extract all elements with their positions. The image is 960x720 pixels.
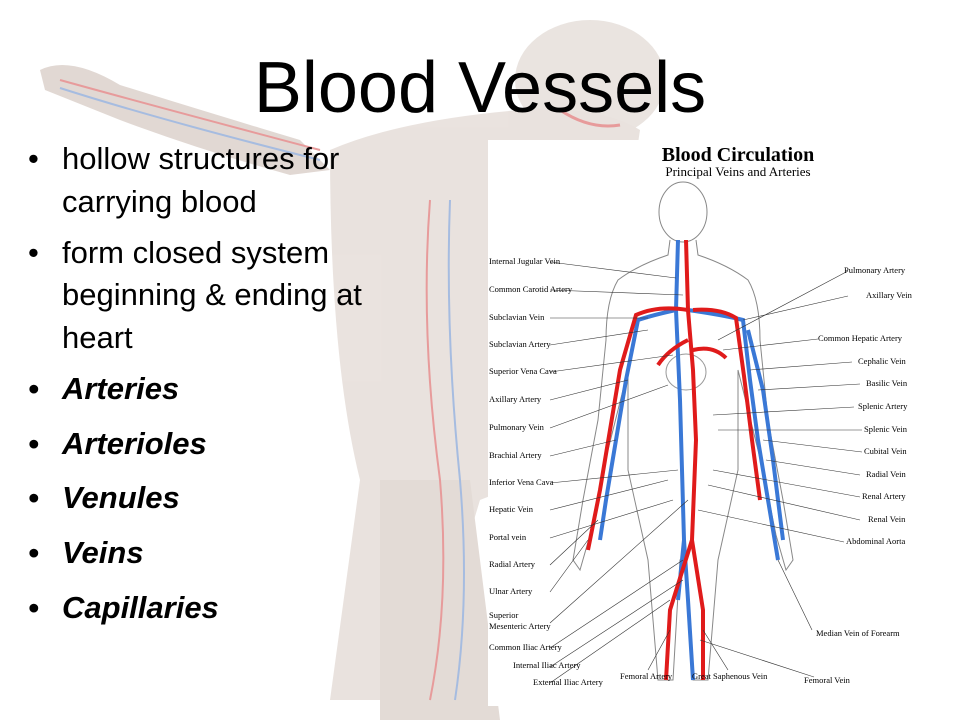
bullet-term: Arterioles — [26, 423, 426, 466]
label-subclavian-vein: Subclavian Vein — [489, 312, 545, 322]
arteries — [586, 239, 762, 681]
bullet-term: Veins — [26, 532, 426, 575]
bullet-term: Arteries — [26, 368, 426, 411]
label-axillary-artery: Axillary Artery — [489, 394, 542, 404]
label-superior: Superior — [489, 610, 518, 620]
circulation-diagram-art: Internal Jugular Vein Common Carotid Art… — [489, 181, 913, 687]
bg-artery-line — [425, 199, 445, 701]
bullet-item: hollow structures for carrying blood — [26, 138, 426, 224]
label-cephalic-vein: Cephalic Vein — [858, 356, 907, 366]
circulation-diagram: Internal Jugular Vein Common Carotid Art… — [488, 140, 932, 706]
label-internal-jugular-vein: Internal Jugular Vein — [489, 256, 561, 266]
label-inferior-vena-cava: Inferior Vena Cava — [489, 477, 554, 487]
right-labels: Pulmonary Artery Axillary Vein Common He… — [804, 265, 913, 685]
label-femoral-artery: Femoral Artery — [620, 671, 673, 681]
label-common-carotid-artery: Common Carotid Artery — [489, 284, 573, 294]
bg-vein-line — [447, 199, 465, 701]
bullet-list: hollow structures for carrying blood for… — [26, 138, 426, 642]
label-abdominal-aorta: Abdominal Aorta — [846, 536, 905, 546]
label-basilic-vein: Basilic Vein — [866, 378, 908, 388]
label-pulmonary-vein: Pulmonary Vein — [489, 422, 545, 432]
label-superior-vena-cava: Superior Vena Cava — [489, 366, 557, 376]
label-brachial-artery: Brachial Artery — [489, 450, 542, 460]
label-great-saphenous-vein: Great Saphenous Vein — [692, 671, 768, 681]
label-renal-artery: Renal Artery — [862, 491, 906, 501]
label-femoral-vein: Femoral Vein — [804, 675, 851, 685]
slide-title: Blood Vessels — [253, 48, 707, 128]
label-portal-vein: Portal vein — [489, 532, 527, 542]
label-common-hepatic-artery: Common Hepatic Artery — [818, 333, 903, 343]
label-axillary-vein: Axillary Vein — [866, 290, 913, 300]
heart-shape — [665, 353, 707, 391]
label-cubital-vein: Cubital Vein — [864, 446, 907, 456]
diagram-subtitle: Principal Veins and Arteries — [665, 164, 811, 179]
label-renal-vein: Renal Vein — [868, 514, 906, 524]
label-median-vein-of-forearm: Median Vein of Forearm — [816, 628, 900, 638]
bg-artery-line — [559, 108, 621, 128]
bullet-term: Capillaries — [26, 587, 426, 630]
label-subclavian-artery: Subclavian Artery — [489, 339, 551, 349]
label-ulnar-artery: Ulnar Artery — [489, 586, 533, 596]
label-splenic-artery: Splenic Artery — [858, 401, 908, 411]
bottom-labels: Femoral Artery Great Saphenous Vein — [620, 671, 768, 681]
label-pulmonary-artery: Pulmonary Artery — [844, 265, 906, 275]
label-internal-iliac-artery: Internal Iliac Artery — [513, 660, 581, 670]
body-outline — [572, 181, 794, 681]
label-common-iliac-artery: Common Iliac Artery — [489, 642, 562, 652]
label-mesenteric-artery: Mesenteric Artery — [489, 621, 551, 631]
bullet-term: Venules — [26, 477, 426, 520]
label-splenic-vein: Splenic Vein — [864, 424, 908, 434]
label-radial-artery: Radial Artery — [489, 559, 536, 569]
right-leader-lines — [647, 270, 863, 678]
diagram-title: Blood Circulation — [661, 144, 815, 166]
left-labels: Internal Jugular Vein Common Carotid Art… — [489, 256, 604, 687]
label-hepatic-vein: Hepatic Vein — [489, 504, 534, 514]
label-external-iliac-artery: External Iliac Artery — [533, 677, 604, 687]
left-leader-lines — [549, 261, 689, 684]
label-radial-vein: Radial Vein — [866, 469, 906, 479]
bullet-item: form closed system beginning & ending at… — [26, 232, 426, 360]
